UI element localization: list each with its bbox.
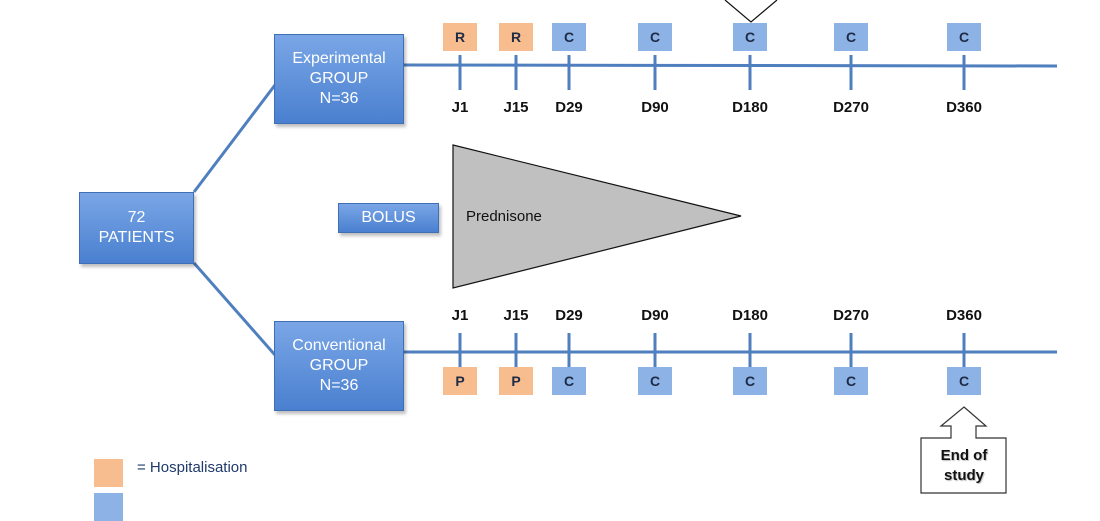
end-of-study-callout <box>920 406 1007 494</box>
connector-layer <box>192 0 1058 494</box>
top-pointer-arrow <box>724 0 778 23</box>
conventional-marker: P <box>443 367 477 395</box>
experimental-timepoint-label: J1 <box>451 99 469 116</box>
end-of-study-text: End of study <box>921 446 1007 486</box>
conventional-timepoint-label: D90 <box>641 307 669 324</box>
prednisone-label: Prednisone <box>466 208 542 225</box>
experimental-marker: C <box>638 23 672 51</box>
conventional-timepoint-label: D29 <box>555 307 583 324</box>
legend-swatch-hospitalisation <box>94 459 123 487</box>
legend-text-hospitalisation: = Hospitalisation <box>137 459 248 476</box>
group-size: N=36 <box>319 90 359 107</box>
experimental-timepoint-label: D29 <box>555 99 583 116</box>
conventional-marker: C <box>552 367 586 395</box>
experimental-timepoint-label: D180 <box>732 99 768 116</box>
experimental-marker: C <box>947 23 981 51</box>
timeline-experimental <box>402 63 1058 68</box>
group-label: GROUP <box>309 70 369 87</box>
conventional-timepoint-label: J15 <box>503 307 529 324</box>
legend-swatch-consultation <box>94 493 123 521</box>
group-label: GROUP <box>309 357 369 374</box>
branch-line-conventional <box>192 262 277 356</box>
patients-box: 72 PATIENTS <box>79 192 194 264</box>
conventional-marker: C <box>638 367 672 395</box>
experimental-marker: C <box>834 23 868 51</box>
end-of-study-line2: study <box>943 467 984 484</box>
bolus-label: BOLUS <box>361 209 416 226</box>
conventional-group-box: Conventional GROUP N=36 <box>274 321 404 411</box>
experimental-marker: C <box>552 23 586 51</box>
prednisone-taper-triangle <box>452 144 742 289</box>
experimental-marker: C <box>733 23 767 51</box>
experimental-group-box: Experimental GROUP N=36 <box>274 34 404 124</box>
experimental-timepoint-label: D360 <box>946 99 982 116</box>
conventional-timepoint-label: D270 <box>833 307 869 324</box>
bolus-box: BOLUS <box>338 203 439 233</box>
patients-label: PATIENTS <box>98 229 175 246</box>
conventional-marker: C <box>834 367 868 395</box>
conventional-timepoint-label: J1 <box>451 307 469 324</box>
conventional-marker: P <box>499 367 533 395</box>
conventional-marker: C <box>947 367 981 395</box>
group-name: Conventional <box>292 337 386 354</box>
experimental-timepoint-label: D90 <box>641 99 669 116</box>
conventional-marker: C <box>733 367 767 395</box>
study-design-diagram: 72 PATIENTS Experimental GROUP N=36 Conv… <box>79 0 1058 521</box>
conventional-timepoint-label: D180 <box>732 307 768 324</box>
experimental-timepoint-label: D270 <box>833 99 869 116</box>
group-name: Experimental <box>292 50 386 67</box>
experimental-marker: R <box>443 23 477 51</box>
branch-line-experimental <box>192 84 277 193</box>
end-of-study-line1: End of <box>940 447 988 464</box>
group-size: N=36 <box>319 377 359 394</box>
experimental-marker: R <box>499 23 533 51</box>
experimental-timepoint-label: J15 <box>503 99 529 116</box>
conventional-timepoint-label: D360 <box>946 307 982 324</box>
patients-count: 72 <box>127 209 146 226</box>
